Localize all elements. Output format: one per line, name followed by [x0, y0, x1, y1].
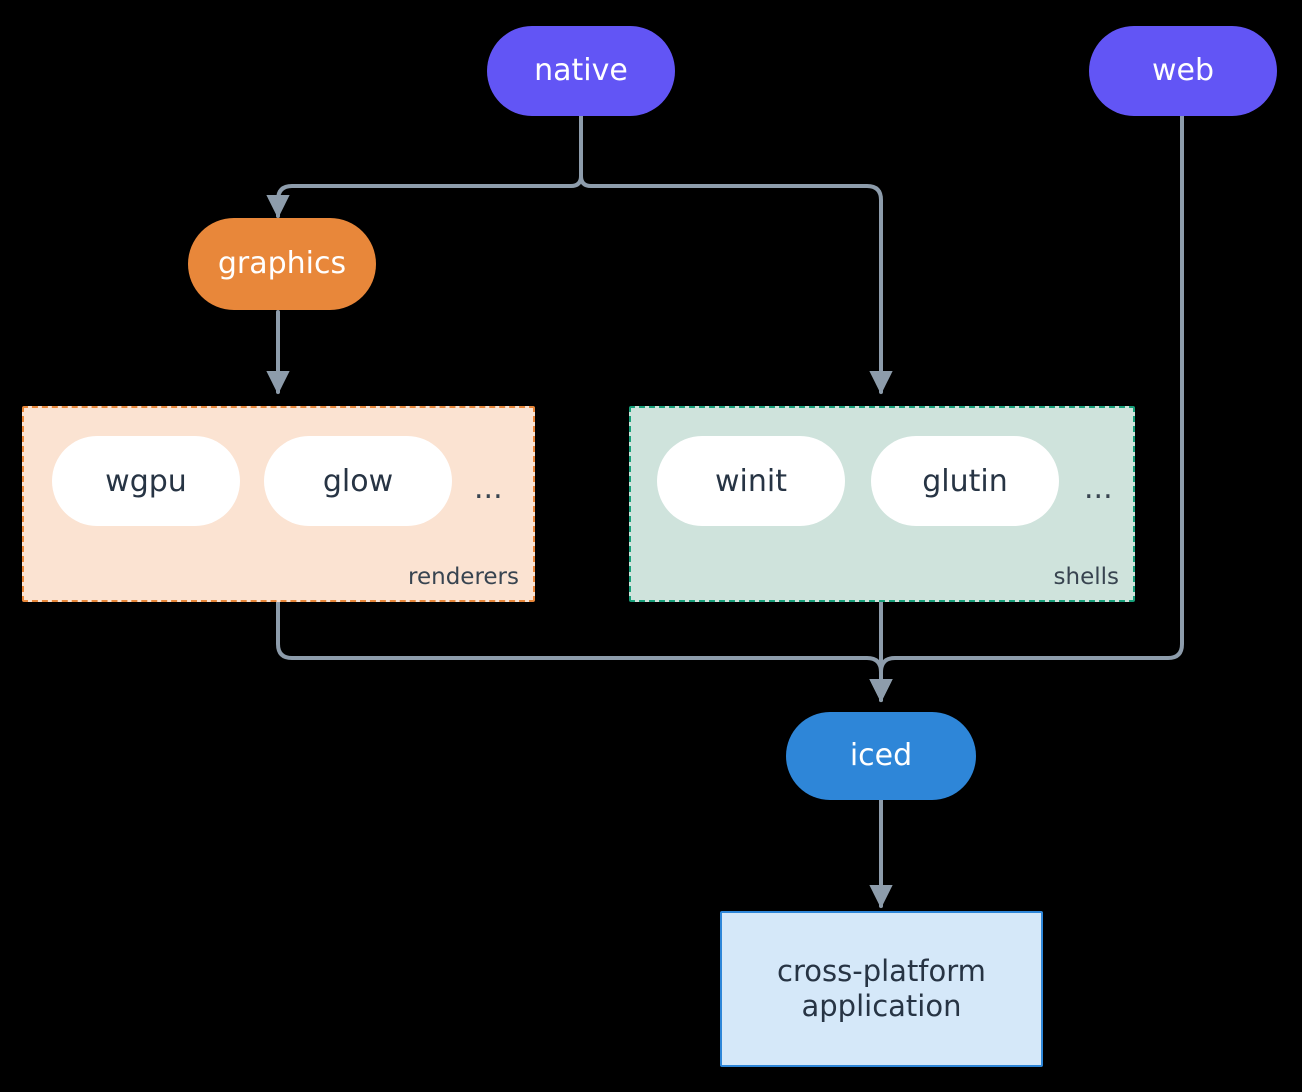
node-application-label: cross-platform application [777, 953, 986, 1023]
edge-native-shells [579, 114, 893, 395]
edge-renderers-iced [276, 600, 893, 703]
cluster-shells-label: shells [1053, 564, 1119, 590]
node-graphics-label: graphics [217, 245, 347, 281]
edge-native-graphics [266, 114, 583, 219]
node-native[interactable]: native [487, 26, 675, 116]
node-web[interactable]: web [1089, 26, 1277, 116]
node-graphics[interactable]: graphics [188, 218, 376, 310]
shells-overflow-ellipsis: ... [1084, 471, 1113, 506]
leaf-wgpu[interactable]: wgpu [52, 436, 240, 526]
renderers-overflow-ellipsis: ... [474, 471, 503, 506]
leaf-winit[interactable]: winit [657, 436, 845, 526]
leaf-glow[interactable]: glow [264, 436, 452, 526]
leaf-glow-label: glow [322, 463, 394, 499]
leaf-glutin-label: glutin [922, 463, 1008, 499]
leaf-glutin[interactable]: glutin [871, 436, 1059, 526]
leaf-wgpu-label: wgpu [105, 463, 187, 499]
cluster-renderers: wgpu glow ... renderers [22, 406, 535, 602]
cluster-renderers-label: renderers [408, 564, 519, 590]
node-iced[interactable]: iced [786, 712, 976, 800]
cluster-shells: winit glutin ... shells [629, 406, 1135, 602]
node-web-label: web [1151, 52, 1215, 88]
node-iced-label: iced [849, 737, 913, 773]
node-native-label: native [534, 52, 628, 88]
node-application[interactable]: cross-platform application [720, 911, 1043, 1067]
leaf-winit-label: winit [715, 463, 787, 499]
